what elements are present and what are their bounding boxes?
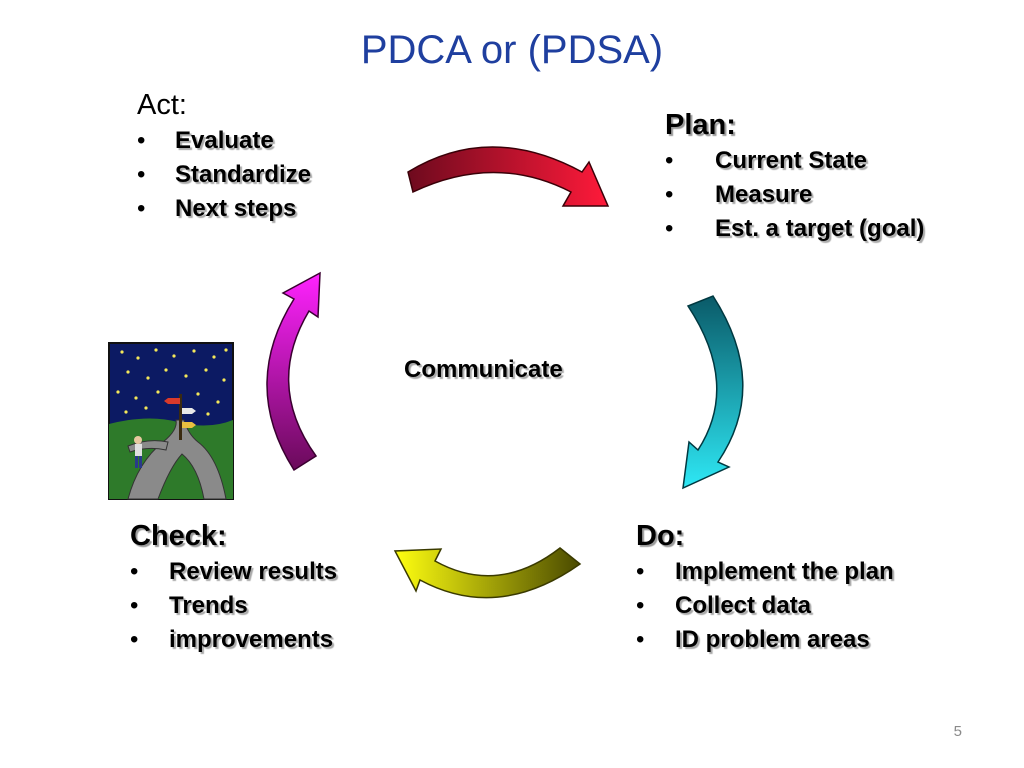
arrow-do-to-check <box>393 547 582 599</box>
plan-item: •Est. a target (goal) <box>665 212 924 246</box>
act-item: •Evaluate <box>137 124 311 158</box>
do-list: •Implement the plan •Collect data •ID pr… <box>636 555 915 657</box>
act-item: •Standardize <box>137 158 311 192</box>
check-list: •Review results •Trends •improvements <box>130 555 337 657</box>
act-item: •Next steps <box>137 192 311 226</box>
bullet: • <box>130 592 139 619</box>
bullet: • <box>665 215 674 242</box>
do-item: •Implement the plan <box>636 555 915 589</box>
act-list: •Evaluate •Standardize •Next steps <box>137 124 311 226</box>
bullet: • <box>137 161 146 188</box>
bullet: • <box>137 127 146 154</box>
bullet: • <box>636 558 645 585</box>
check-section: Check: •Review results •Trends •improvem… <box>130 519 337 657</box>
plan-item: •Current State <box>665 144 924 178</box>
night-crossroads-clipart <box>108 342 234 500</box>
do-heading: Do: <box>636 520 685 552</box>
check-item: •Trends <box>130 589 337 623</box>
check-item: •Review results <box>130 555 337 589</box>
bullet: • <box>130 558 139 585</box>
bullet: • <box>137 195 146 222</box>
center-label: Communicate <box>404 356 563 383</box>
page-title: PDCA or (PDSA) <box>360 28 664 72</box>
plan-heading: Plan: <box>665 109 736 141</box>
check-item: •improvements <box>130 623 337 657</box>
plan-list: •Current State •Measure •Est. a target (… <box>665 144 924 246</box>
act-heading: Act: <box>137 89 187 121</box>
arrow-plan-to-do <box>682 295 744 490</box>
slide-number: 5 <box>953 723 962 740</box>
bullet: • <box>130 626 139 653</box>
do-item: •ID problem areas <box>636 623 915 657</box>
bullet: • <box>636 626 645 653</box>
arrow-act-to-plan <box>407 146 610 207</box>
plan-item: •Measure <box>665 178 924 212</box>
arrow-check-to-act <box>266 271 321 472</box>
check-heading: Check: <box>130 520 227 552</box>
bullet: • <box>665 181 674 208</box>
do-item: •Collect data <box>636 589 915 623</box>
plan-section: Plan: •Current State •Measure •Est. a ta… <box>665 108 924 246</box>
bullet: • <box>665 147 674 174</box>
do-section: Do: •Implement the plan •Collect data •I… <box>636 519 915 657</box>
bullet: • <box>636 592 645 619</box>
act-section: Act: •Evaluate •Standardize •Next steps <box>137 88 311 226</box>
